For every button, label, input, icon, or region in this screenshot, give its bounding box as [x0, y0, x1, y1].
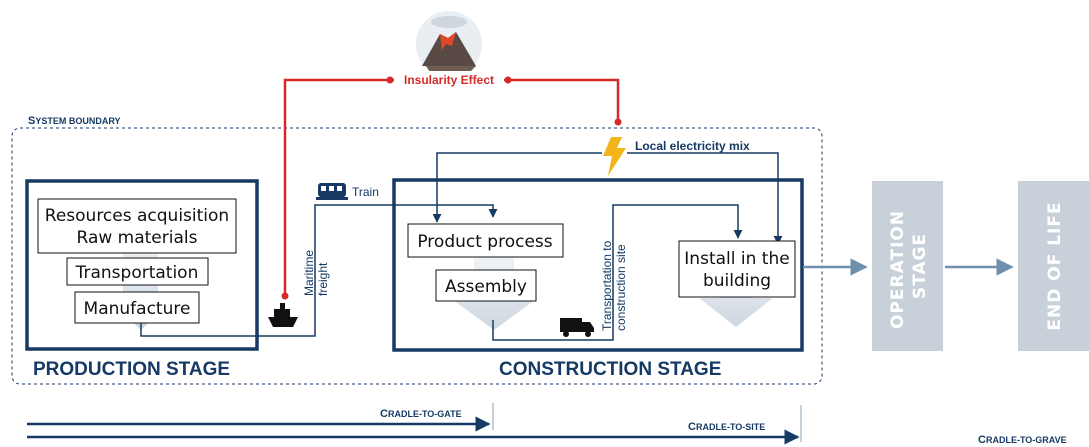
product-process-box — [407, 223, 564, 258]
train-icon — [316, 183, 348, 200]
install-line2: building — [703, 271, 771, 291]
cradle-to-grave-label: CRADLE-TO-GRAVE — [978, 434, 1067, 446]
end-of-life-label: END OF LIFE — [1045, 201, 1065, 330]
ship-icon — [268, 303, 298, 327]
site-transport-connector — [492, 204, 743, 341]
end-of-life-box — [1018, 181, 1089, 351]
volcano-icon — [416, 11, 482, 77]
production-stage-title: PRODUCTION STAGE — [33, 359, 230, 380]
transport-connector — [140, 204, 498, 337]
local-electricity-label: Local electricity mix — [635, 139, 750, 153]
install-line1: Install in the — [684, 249, 789, 269]
construction-stage-title: CONSTRUCTION STAGE — [499, 359, 721, 380]
construction-stage-box — [392, 178, 804, 352]
maritime-label: Maritime freight — [302, 247, 330, 296]
system-boundary — [11, 127, 823, 385]
transportation-label: Transportation — [75, 263, 199, 283]
assembly-label: Assembly — [445, 277, 527, 297]
cradle-to-site-label: CRADLE-TO-SITE — [688, 421, 765, 433]
manufacture-box — [74, 291, 200, 324]
lightning-icon — [603, 137, 626, 176]
train-label: Train — [352, 185, 379, 199]
cradle-to-gate-label: CRADLE-TO-GATE — [380, 408, 462, 420]
system-boundary-label: SYSTEM BOUNDARY — [28, 115, 121, 127]
assembly-box — [435, 269, 537, 302]
manufacture-label: Manufacture — [84, 299, 191, 319]
install-box — [678, 240, 796, 298]
resources-line1: Resources acquisition — [45, 206, 229, 226]
operation-stage-box — [872, 181, 943, 351]
electricity-connector — [432, 152, 783, 245]
production-stage-box — [25, 179, 259, 351]
product-process-label: Product process — [417, 232, 552, 252]
resources-box — [37, 198, 237, 254]
truck-icon — [560, 318, 594, 337]
insularity-effect-label: Insularity Effect — [404, 73, 494, 87]
insularity-connector — [281, 71, 622, 300]
operation-stage-label: OPERATION STAGE — [888, 203, 930, 329]
resources-line2: Raw materials — [77, 228, 198, 248]
transportation-box — [66, 257, 209, 286]
site-transport-label: Transportation to construction site — [600, 237, 628, 331]
